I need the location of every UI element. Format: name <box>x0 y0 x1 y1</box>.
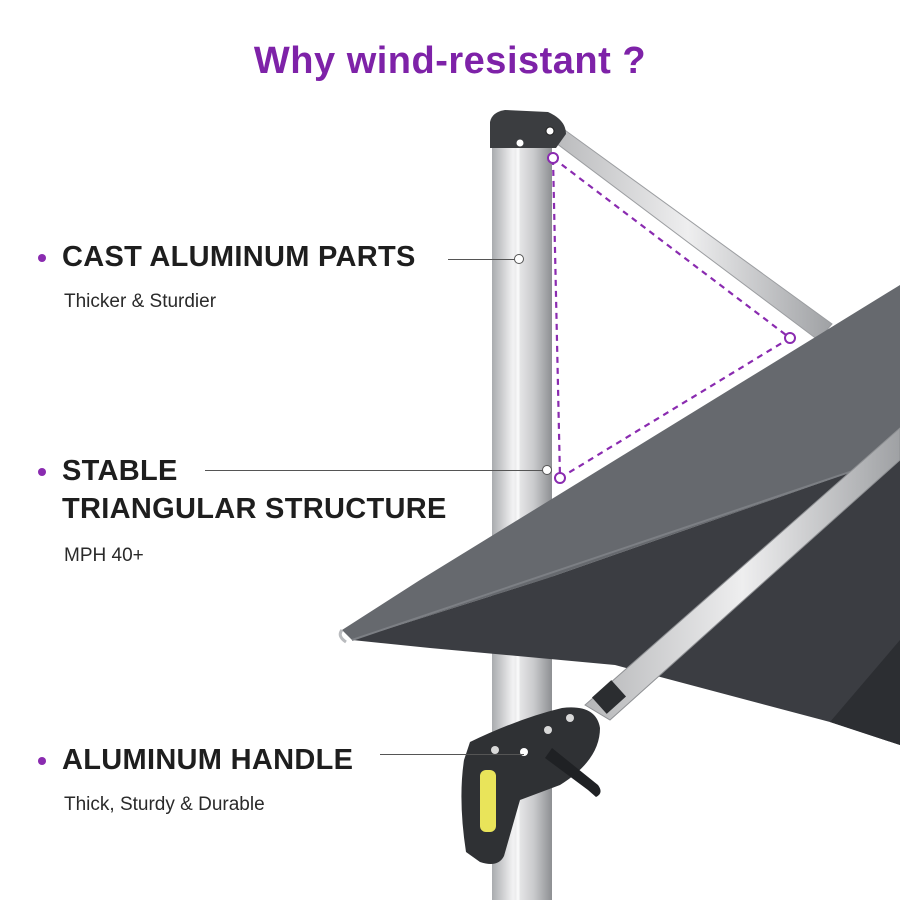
canopy-underside <box>352 455 900 745</box>
page-title: Why wind-resistant ? <box>253 40 647 82</box>
feature-subtext: MPH 40+ <box>64 545 144 566</box>
leader-line <box>205 470 545 471</box>
bullet-icon <box>38 468 46 476</box>
triangle-outline <box>551 155 792 480</box>
leader-line <box>448 259 518 260</box>
feature-subtext: Thick, Sturdy & Durable <box>64 794 265 815</box>
feature-heading: CAST ALUMINUM PARTS <box>62 241 416 273</box>
upper-strut <box>542 127 833 341</box>
bullet-icon <box>38 254 46 262</box>
feature-heading-line2: TRIANGULAR STRUCTURE <box>62 493 447 525</box>
leader-dot <box>542 465 552 475</box>
lower-arm <box>584 427 900 721</box>
bullet-icon <box>38 757 46 765</box>
feature-heading: ALUMINUM HANDLE <box>62 744 354 776</box>
feature-subtext: Thicker & Sturdier <box>64 291 217 312</box>
feature-heading-line1: STABLE <box>62 455 178 487</box>
canopy-top <box>342 285 900 640</box>
cast-cap <box>490 110 566 148</box>
leader-line <box>380 754 524 755</box>
leader-dot <box>514 254 524 264</box>
